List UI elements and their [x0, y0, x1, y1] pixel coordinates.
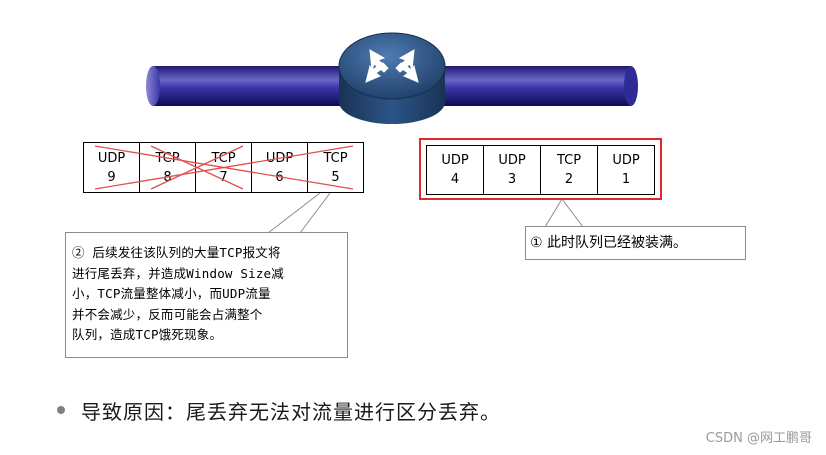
drop-strike-marks [94, 145, 354, 190]
packet-protocol: TCP [323, 150, 348, 166]
callout-1-pointer [544, 198, 584, 228]
callout-tail-drop-explanation: ② 后续发往该队列的大量TCP报文将 进行尾丢弃，并造成Window Size减… [65, 232, 348, 358]
packet-number: 5 [331, 169, 340, 185]
packet-number: 4 [450, 172, 460, 187]
packet-number: 2 [564, 172, 574, 187]
watermark: CSDN @网工鹏哥 [705, 431, 812, 446]
full-queue-highlight [419, 138, 662, 200]
packet-protocol: TCP [211, 150, 236, 166]
packet-protocol: UDP [498, 153, 526, 168]
dropped-queue: UDP 9 TCP 8 TCP 7 UDP 6 TCP 5 [83, 142, 364, 193]
packet-protocol: UDP [612, 153, 640, 168]
queue-cell: UDP 1 [597, 146, 654, 194]
queue-cell: UDP 9 [84, 143, 139, 192]
packet-number: 3 [507, 172, 517, 187]
callout-2-pointer [267, 192, 331, 234]
packet-number: 7 [219, 169, 228, 185]
bullet-dot [57, 406, 65, 414]
strike-line [94, 145, 354, 190]
packet-protocol: UDP [97, 150, 126, 166]
queue-cell: TCP 2 [540, 146, 597, 194]
strike-line [150, 145, 244, 190]
callout-queue-full: ① 此时队列已经被装满。 [525, 226, 746, 260]
queue-cell: TCP 5 [307, 143, 363, 192]
packet-protocol: TCP [556, 153, 582, 168]
packet-number: 1 [621, 172, 631, 187]
queue-cell: UDP 3 [483, 146, 540, 194]
packet-number: 9 [107, 169, 116, 185]
packet-protocol: UDP [441, 153, 469, 168]
queue-cell: UDP 4 [427, 146, 483, 194]
cause-bullet: 导致原因：尾丢弃无法对流量进行区分丢弃。 [81, 400, 501, 424]
router-icon [338, 32, 446, 124]
full-queue: UDP 4 UDP 3 TCP 2 UDP 1 [426, 145, 655, 195]
